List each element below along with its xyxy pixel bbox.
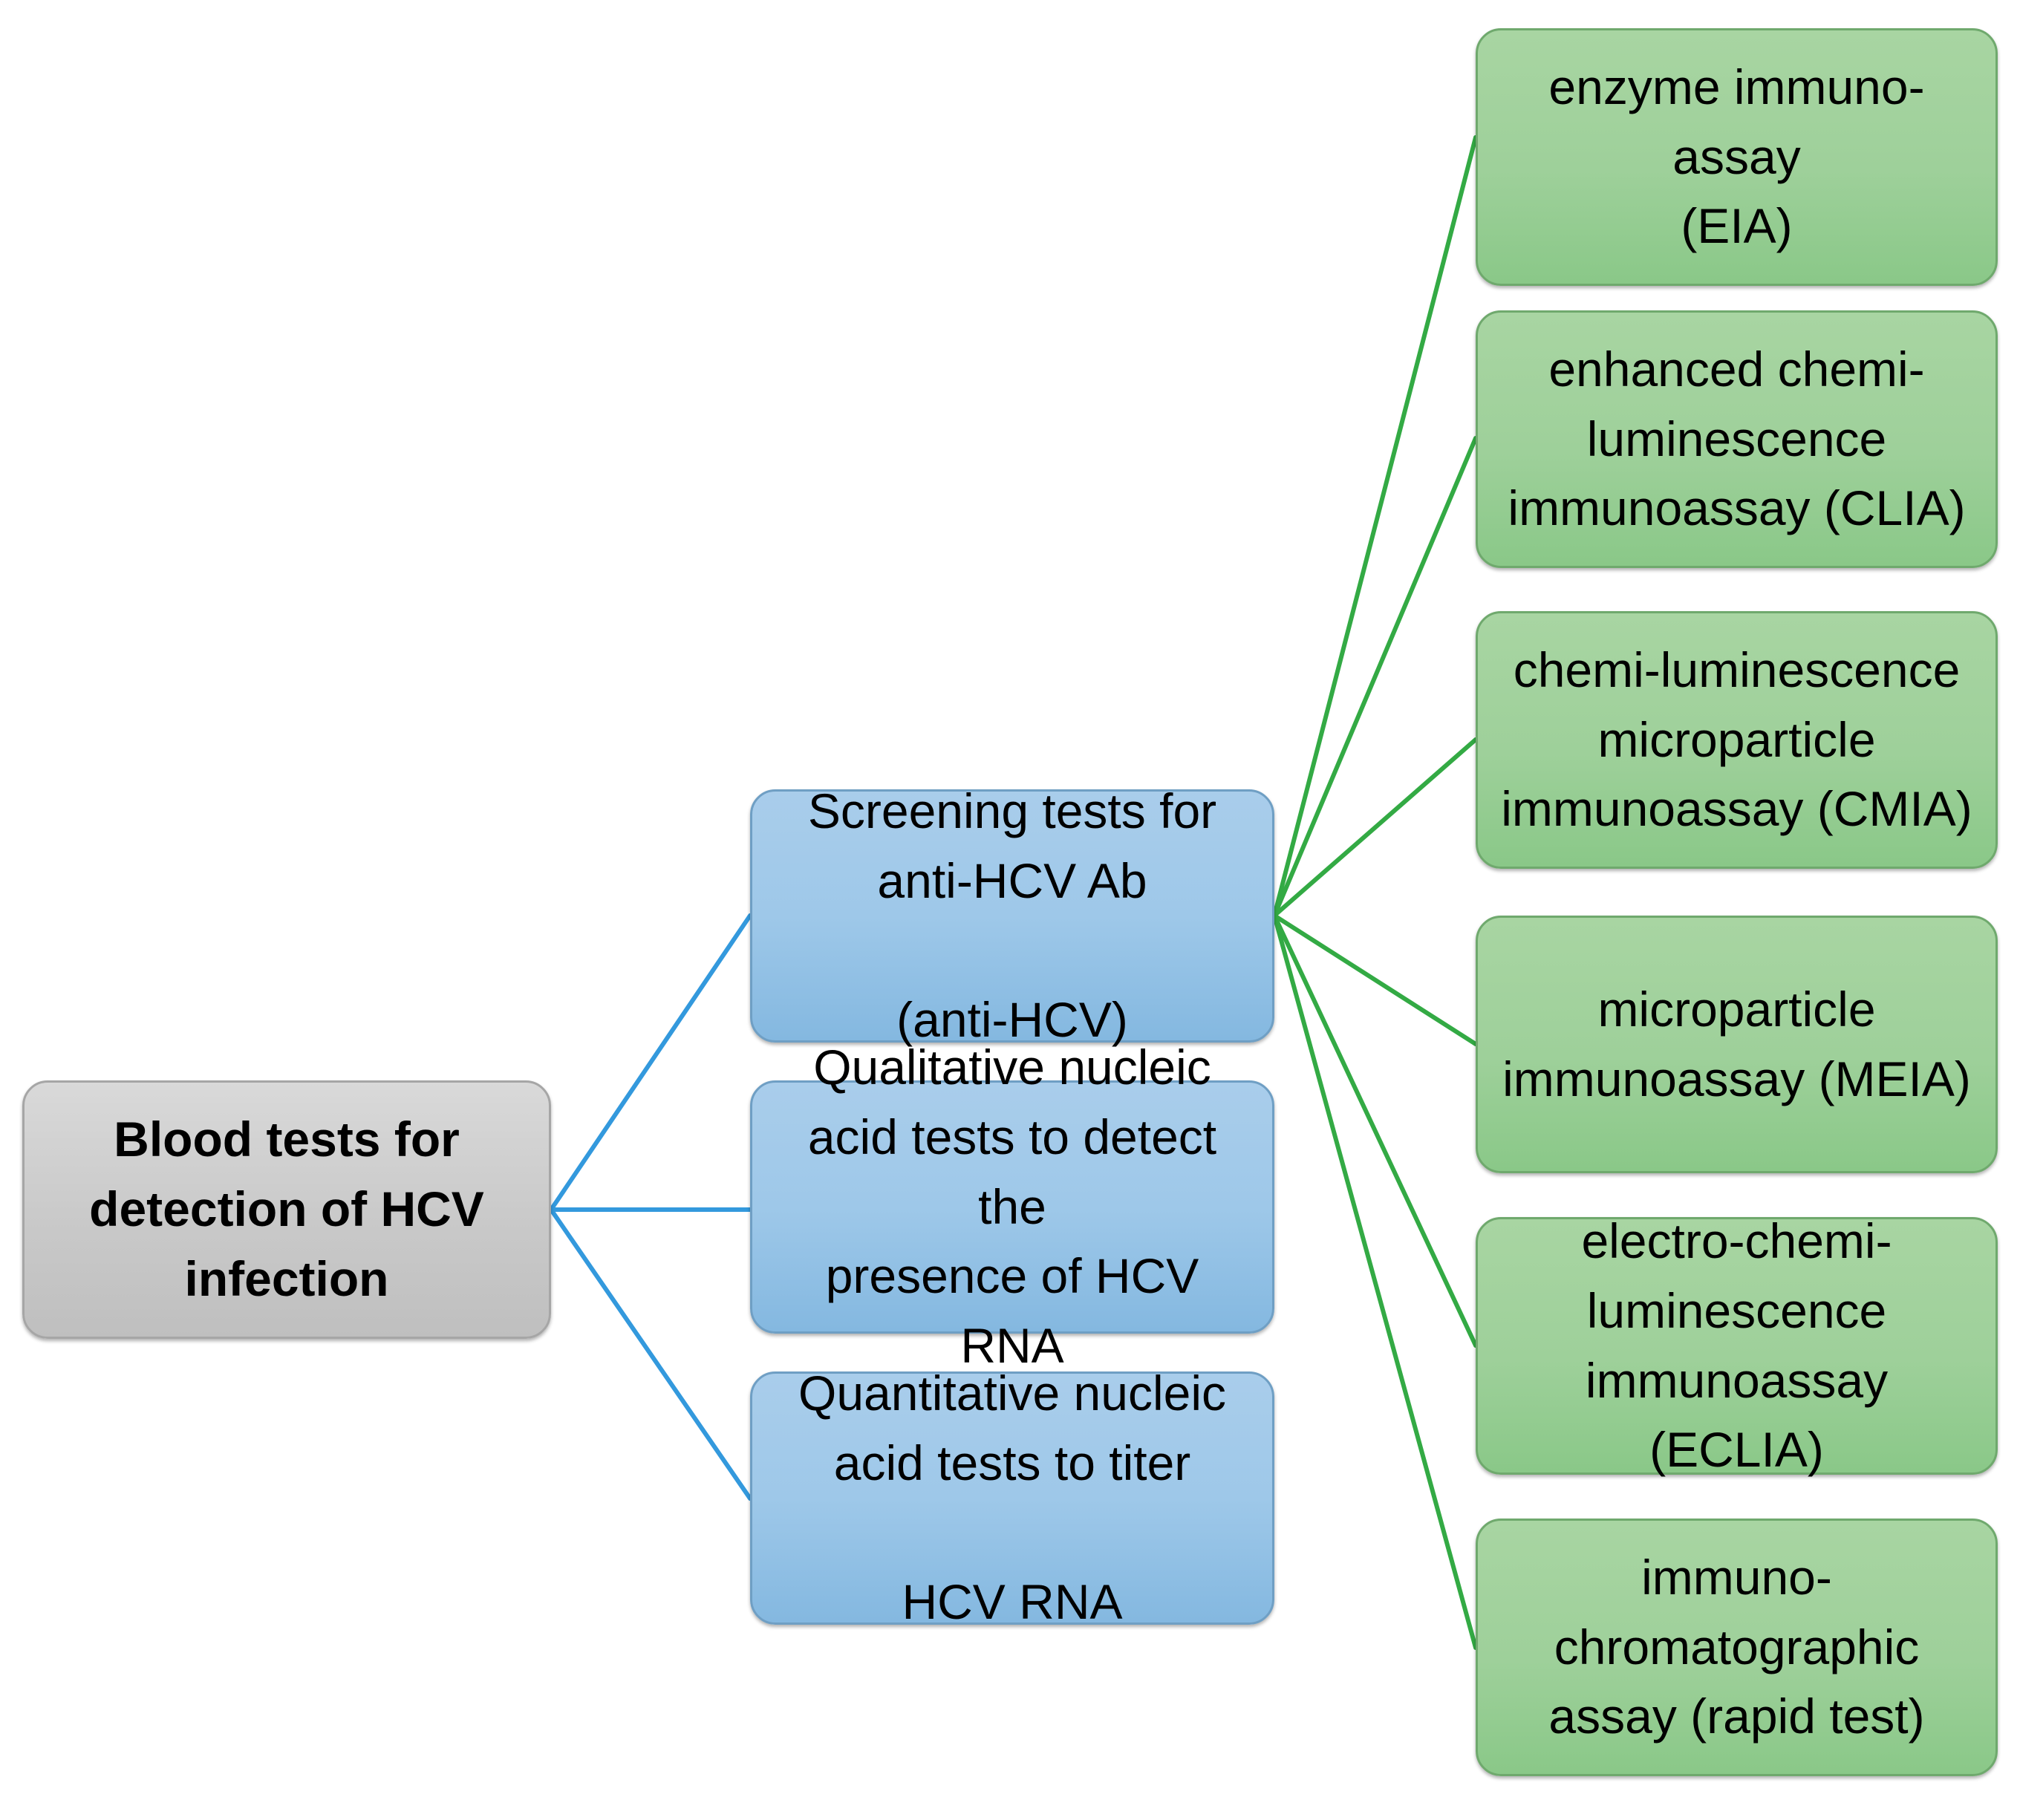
connector-root-to-quantitative: [549, 1207, 752, 1501]
connector-root-to-screening: [549, 913, 752, 1212]
node-clia[interactable]: enhanced chemi- luminescence immunoassay…: [1476, 310, 1998, 568]
root-node-blood-tests[interactable]: Blood tests for detection of HCV infecti…: [22, 1080, 551, 1339]
node-qualitative[interactable]: Qualitative nucleic acid tests to detect…: [750, 1040, 1274, 1373]
node-screening[interactable]: Screening tests for anti-HCV Ab (anti-HC…: [750, 783, 1274, 1047]
connector-screening-to-meia: [1272, 913, 1478, 1046]
node-eclia[interactable]: electro-chemi- luminescence immunoassay …: [1476, 1213, 1998, 1477]
node-quantitative[interactable]: Quantitative nucleic acid tests to titer…: [750, 1366, 1274, 1629]
secondary-connectors: [1272, 135, 1478, 1650]
connector-screening-to-eclia: [1272, 913, 1478, 1348]
connector-screening-to-cmia: [1272, 737, 1478, 918]
node-ica[interactable]: immuno- chromatographic assay (rapid tes…: [1476, 1519, 1998, 1776]
connector-screening-to-eia: [1272, 135, 1478, 918]
connector-screening-to-ica: [1272, 913, 1478, 1650]
node-meia[interactable]: microparticle immunoassay (MEIA): [1476, 916, 1998, 1173]
node-cmia[interactable]: chemi-luminescence microparticle immunoa…: [1476, 611, 1998, 869]
node-eia[interactable]: enzyme immuno-assay (EIA): [1476, 28, 1998, 286]
connector-screening-to-clia: [1272, 436, 1478, 918]
primary-connectors: [549, 913, 752, 1501]
